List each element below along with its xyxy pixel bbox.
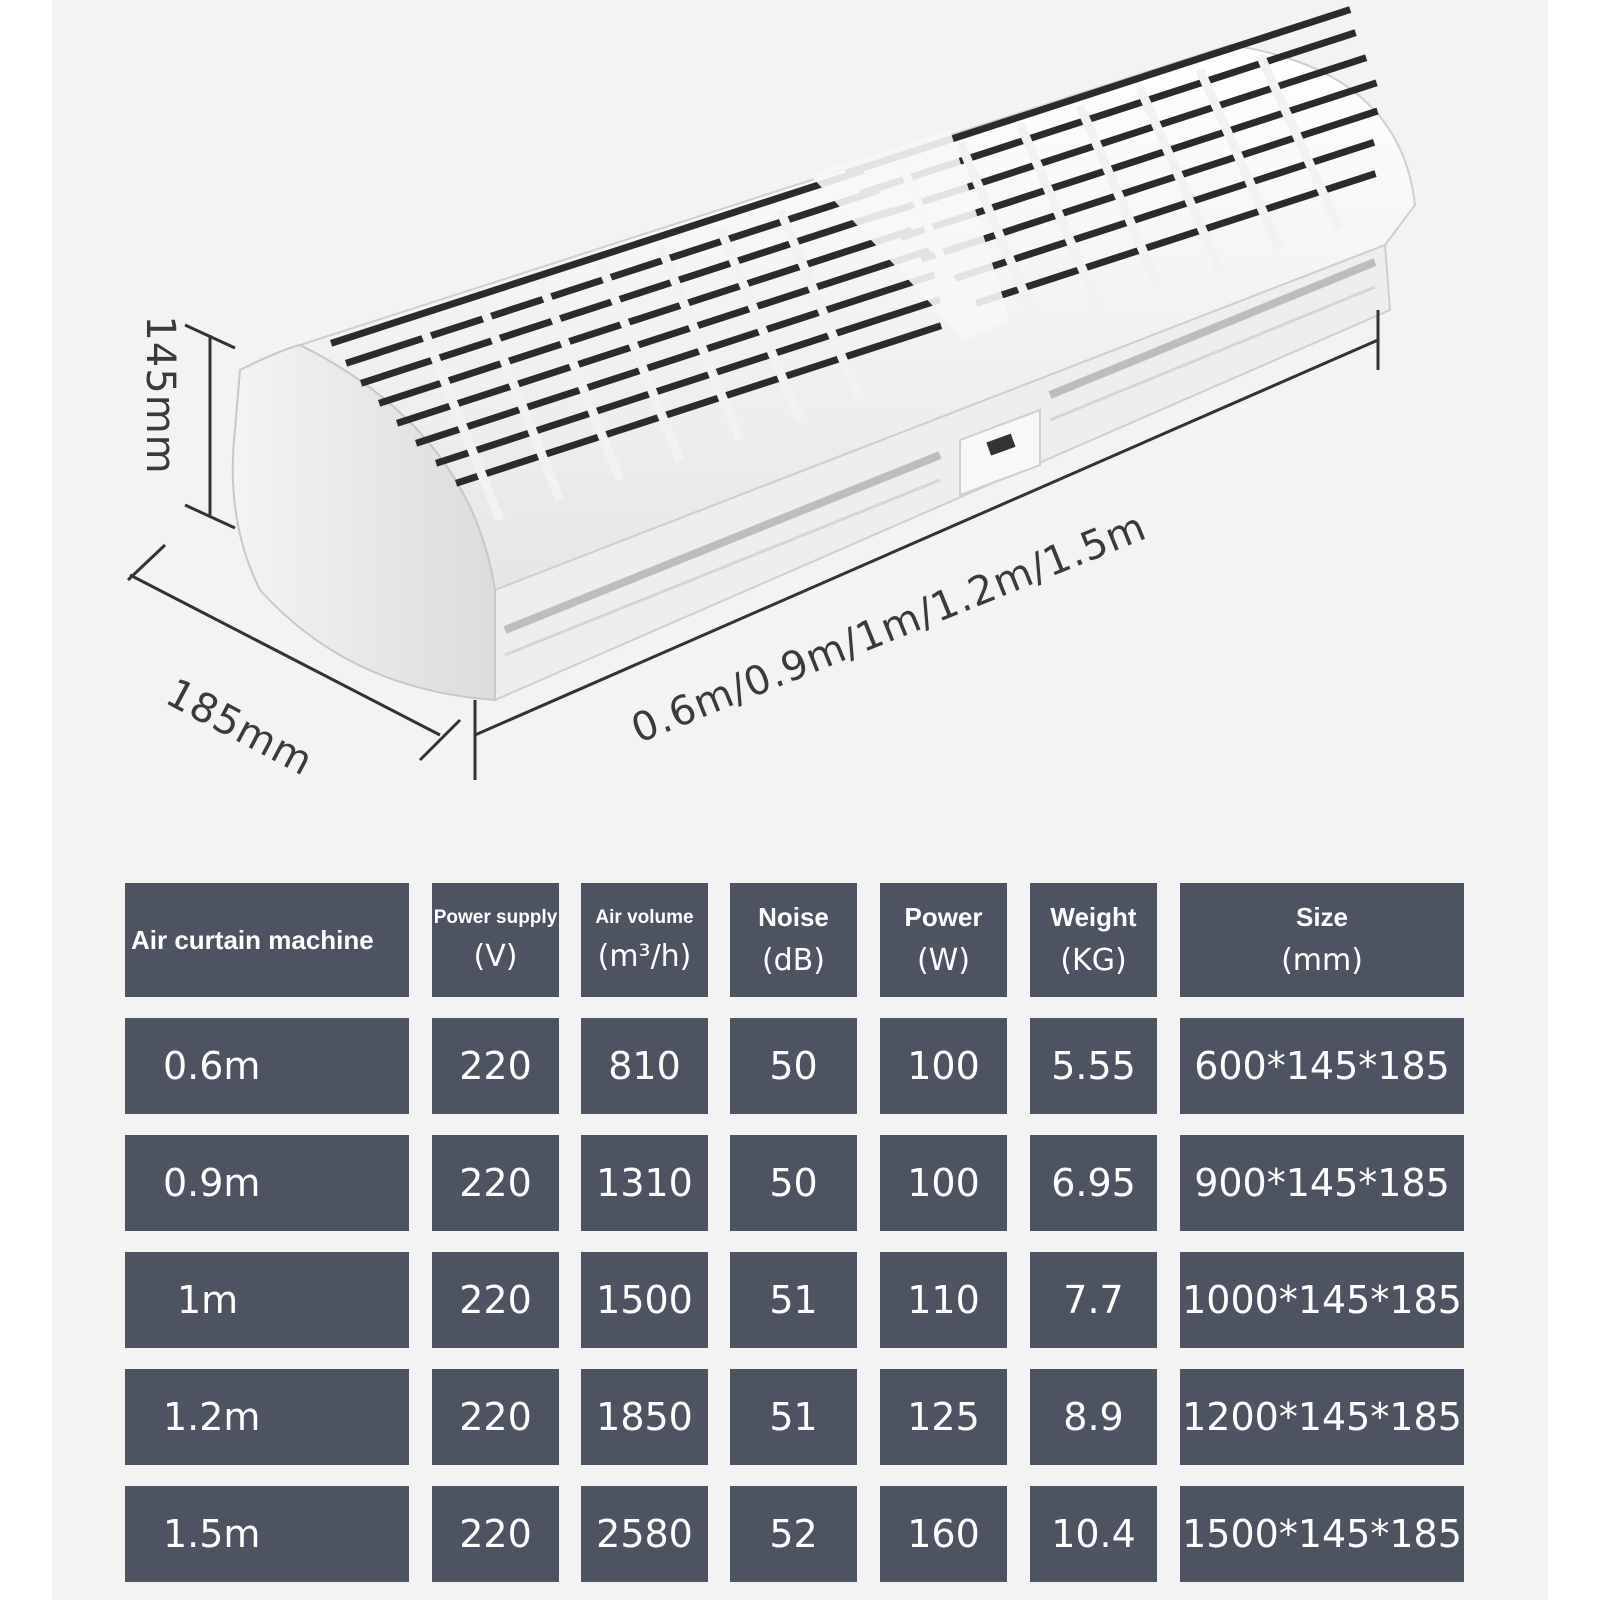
table-cell-air-volume: 2580 (581, 1486, 708, 1582)
table-cell-power: 100 (880, 1018, 1007, 1114)
table-cell-air-volume: 1500 (581, 1252, 708, 1348)
table-cell-noise: 52 (730, 1486, 857, 1582)
table-cell-noise: 50 (730, 1135, 857, 1231)
table-cell-voltage: 220 (432, 1486, 559, 1582)
table-cell-noise: 51 (730, 1369, 857, 1465)
header-power-supply: Power supply (V) (432, 883, 559, 997)
table-cell-noise: 50 (730, 1018, 857, 1114)
table-cell-voltage: 220 (432, 1369, 559, 1465)
table-cell-size: 900*145*185 (1180, 1135, 1464, 1231)
table-cell-air-volume: 1310 (581, 1135, 708, 1231)
table-cell-noise: 51 (730, 1252, 857, 1348)
table-cell-size: 1200*145*185 (1180, 1369, 1464, 1465)
table-cell-weight: 5.55 (1030, 1018, 1157, 1114)
table-cell-weight: 6.95 (1030, 1135, 1157, 1231)
header-noise: Noise (dB) (730, 883, 857, 997)
table-cell-power: 110 (880, 1252, 1007, 1348)
table-cell-size: 600*145*185 (1180, 1018, 1464, 1114)
table-cell-model: 0.9m (125, 1135, 409, 1231)
height-dimension-label: 145mm (137, 315, 183, 475)
table-cell-weight: 10.4 (1030, 1486, 1157, 1582)
table-cell-voltage: 220 (432, 1252, 559, 1348)
table-cell-size: 1500*145*185 (1180, 1486, 1464, 1582)
table-cell-weight: 8.9 (1030, 1369, 1157, 1465)
table-cell-power: 125 (880, 1369, 1007, 1465)
header-weight: Weight (KG) (1030, 883, 1157, 997)
table-cell-model: 0.6m (125, 1018, 409, 1114)
table-cell-voltage: 220 (432, 1018, 559, 1114)
header-air-volume: Air volume (m³/h) (581, 883, 708, 997)
header-size: Size (mm) (1180, 883, 1464, 997)
header-power: Power (W) (880, 883, 1007, 997)
table-cell-weight: 7.7 (1030, 1252, 1157, 1348)
table-cell-air-volume: 810 (581, 1018, 708, 1114)
air-curtain-illustration (126, 6, 1417, 780)
table-cell-model: 1.2m (125, 1369, 409, 1465)
header-model: Air curtain machine (125, 883, 409, 997)
table-cell-air-volume: 1850 (581, 1369, 708, 1465)
table-cell-power: 160 (880, 1486, 1007, 1582)
table-cell-model: 1.5m (125, 1486, 409, 1582)
table-cell-size: 1000*145*185 (1180, 1252, 1464, 1348)
table-cell-power: 100 (880, 1135, 1007, 1231)
table-cell-voltage: 220 (432, 1135, 559, 1231)
table-cell-model: 1m (125, 1252, 409, 1348)
